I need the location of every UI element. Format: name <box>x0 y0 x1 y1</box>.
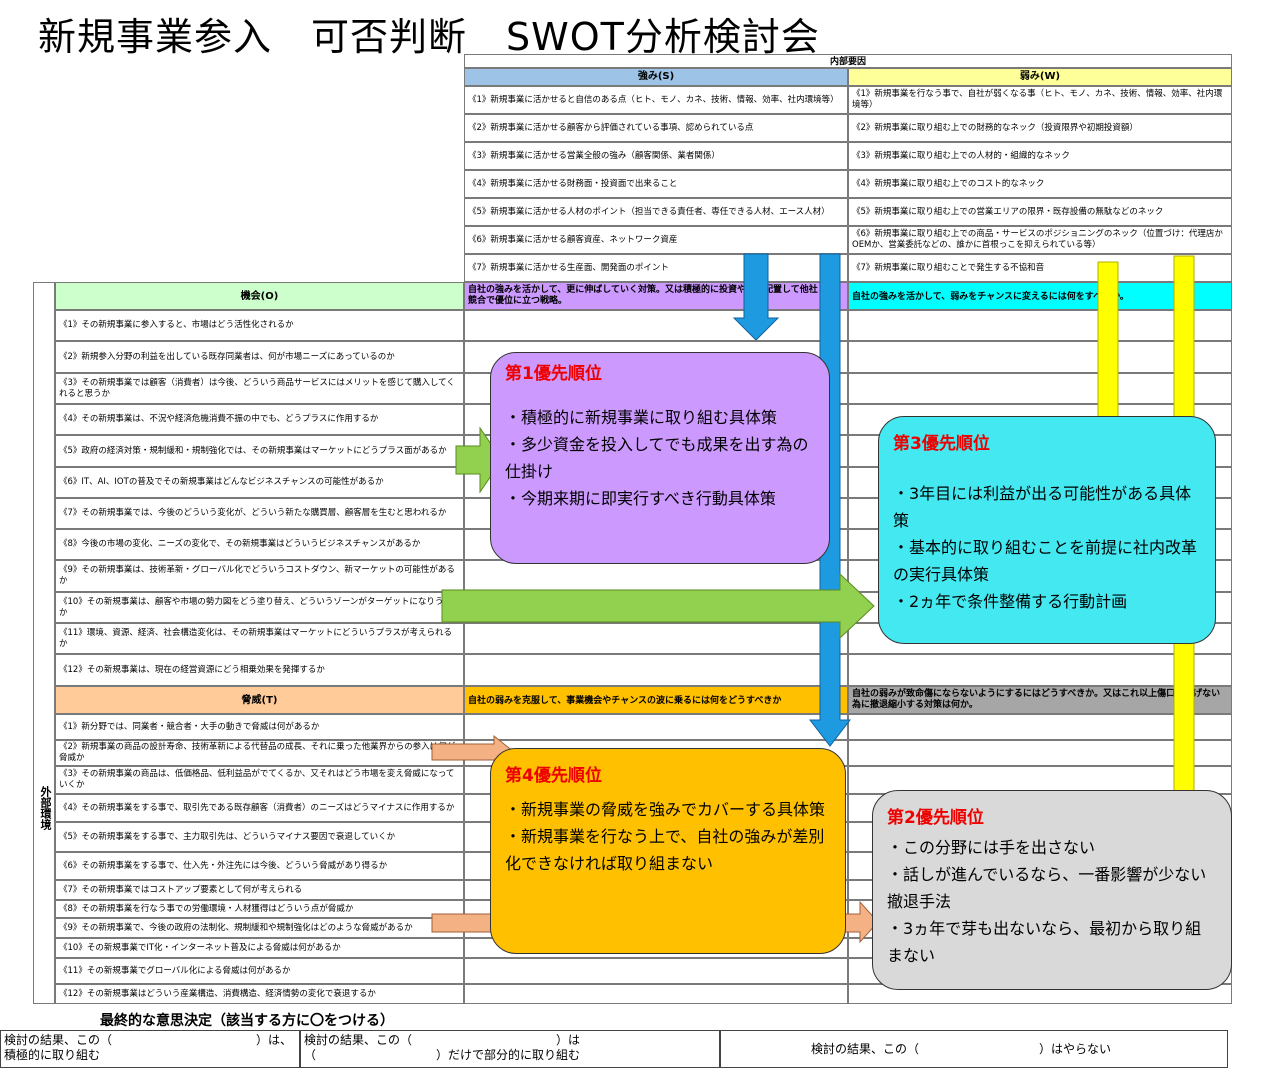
threat-row: 《9》その新規事業で、今後の政府の法制化、規制緩和や規制強化はどのような脅威があ… <box>55 918 464 938</box>
priority-2-title: 第2優先順位 <box>887 808 984 828</box>
priority-2-line-3: ・3ヵ年で芽も出ないなら、最初から取り組まない <box>887 919 1202 965</box>
opportunity-row: 《11》環境、資源、経済、社会構造変化は、その新規事業はマーケットにどういうプラ… <box>55 623 464 654</box>
so-cell[interactable] <box>464 654 848 686</box>
opportunity-row: 《8》今後の市場の変化、ニーズの変化で、その新規事業はどういうビジネスチャンスが… <box>55 529 464 560</box>
st-cell[interactable] <box>464 714 848 740</box>
threat-row: 《3》その新規事業の商品は、低価格品、低利益品がでてくるか、又それはどう市場を変… <box>55 766 464 794</box>
yellow-down-arrow-short <box>1084 261 1132 441</box>
opportunity-row: 《6》IT、AI、IOTの普及でその新規事業はどんなビジネスチャンスの可能性があ… <box>55 467 464 498</box>
priority-2-line-2: ・話しが進んでいるなら、一番影響が少ない撤退手法 <box>887 865 1207 911</box>
threat-row: 《6》その新規事業をする事で、仕入先・外注先には今後、どういう脅威があり得るか <box>55 852 464 880</box>
threat-row: 《11》その新規事業でグローバル化による脅威は何があるか <box>55 958 464 984</box>
opportunity-row: 《1》その新規事業に参入すると、市場はどう活性化されるか <box>55 310 464 341</box>
weakness-row: 《3》新規事業に取り組む上での人材的・組織的なネック <box>848 142 1232 170</box>
internal-factors-header: 内部要因 <box>464 54 1232 68</box>
weakness-header: 弱み(W) <box>848 68 1232 86</box>
so-strategy-header: 自社の強みを活かして、更に伸ばしていく対策。又は積極的に投資や人材配置して他社と… <box>464 282 848 310</box>
wt-cell[interactable] <box>848 740 1232 766</box>
strength-row: 《3》新規事業に活かせる営業全般の強み（顧客関係、業者関係） <box>464 142 848 170</box>
wo-cell[interactable] <box>848 654 1232 686</box>
st-cell[interactable] <box>464 958 848 984</box>
priority-1-line-3: ・今期来期に即実行すべき行動具体策 <box>505 489 776 508</box>
opportunity-row: 《4》その新規事業は、不況や経済危機消費不振の中でも、どうプラスに作用するか <box>55 404 464 435</box>
strength-row: 《2》新規事業に活かせる顧客から評価されている事項、認められている点 <box>464 114 848 142</box>
priority-1-box: 第1優先順位 ・積極的に新規事業に取り組む具体策 ・多少資金を投入してでも成果を… <box>490 352 830 564</box>
threat-row: 《5》その新規事業をする事で、主力取引先は、どういうマイナス要因で衰退していくか <box>55 822 464 852</box>
priority-4-box: 第4優先順位 ・新規事業の脅威を強みでカバーする具体策 ・新規事業を行なう上で、… <box>490 748 846 954</box>
opportunity-row: 《3》その新規事業では顧客（消費者）は今後、どういう商品サービスにはメリットを感… <box>55 373 464 404</box>
priority-1-line-2: ・多少資金を投入してでも成果を出す為の仕掛け <box>505 435 809 481</box>
priority-1-line-1: ・積極的に新規事業に取り組む具体策 <box>505 408 778 427</box>
strength-row: 《7》新規事業に活かせる生産面、開発面のポイント <box>464 254 848 282</box>
threat-row: 《4》その新規事業をする事で、取引先である既存顧客（消費者）のニーズはどうマイナ… <box>55 794 464 822</box>
opportunity-row: 《12》その新規事業は、現在の経営資源にどう相乗効果を発揮するか <box>55 654 464 686</box>
decision-option-3[interactable]: 検討の結果、この（ ）はやらない <box>720 1030 1228 1068</box>
priority-4-line-2: ・新規事業を行なう上で、自社の強みが差別化できなければ取り組まない <box>505 827 825 873</box>
threat-row: 《7》その新規事業ではコストアップ要素として何が考えられる <box>55 880 464 900</box>
weakness-row: 《6》新規事業に取り組む上での商品・サービスのポジショニングのネック（位置づけ：… <box>848 226 1232 254</box>
opportunity-row: 《5》政府の経済対策・規制緩和・規制強化では、その新規事業はマーケットにどうプラ… <box>55 435 464 467</box>
strength-row: 《5》新規事業に活かせる人材のポイント（担当できる責任者、専任できる人材、エース… <box>464 198 848 226</box>
priority-2-line-1: ・この分野には手を出さない <box>887 838 1096 857</box>
threat-row: 《12》その新規事業はどういう産業構造、消費構造、経済情勢の変化で衰退するか <box>55 984 464 1004</box>
weakness-row: 《2》新規事業に取り組む上での財務的なネック（投資限界や初期投資額） <box>848 114 1232 142</box>
opportunity-row: 《10》その新規事業は、顧客や市場の勢力図をどう塗り替え、どういうゾーンがターゲ… <box>55 592 464 623</box>
priority-2-box: 第2優先順位 ・この分野には手を出さない ・話しが進んでいるなら、一番影響が少な… <box>872 790 1232 990</box>
priority-4-line-1: ・新規事業の脅威を強みでカバーする具体策 <box>505 800 826 819</box>
threat-row: 《1》新分野では、同業者・競合者・大手の動きで脅威は何があるか <box>55 714 464 740</box>
strength-row: 《1》新規事業に活かせると自信のある点（ヒト、モノ、カネ、技術、情報、効率、社内… <box>464 86 848 114</box>
wt-cell[interactable] <box>848 714 1232 740</box>
green-right-arrow-long <box>441 572 875 640</box>
threat-row: 《8》その新規事業を行なう事での労働環境・人材獲得はどういう点が脅威か <box>55 900 464 918</box>
wt-cell[interactable] <box>848 766 1232 794</box>
opportunity-row: 《9》その新規事業は、技術革新・グローバル化でどういうコストダウン、新マーケット… <box>55 560 464 592</box>
blue-down-arrow-short <box>732 253 780 341</box>
opportunity-row: 《7》その新規事業では、今後のどういう変化が、どういう新たな購買層、顧客層を生む… <box>55 498 464 529</box>
weakness-row: 《4》新規事業に取り組む上でのコスト的なネック <box>848 170 1232 198</box>
threat-row: 《10》その新規事業でIT化・インターネット普及による脅威は何があるか <box>55 938 464 958</box>
priority-3-line-1: ・3年目には利益が出る可能性がある具体策 <box>893 484 1192 530</box>
strength-row: 《6》新規事業に活かせる顧客資産、ネットワーク資産 <box>464 226 848 254</box>
decision-title: 最終的な意思決定（該当する方に〇をつける） <box>100 1013 394 1029</box>
priority-3-line-3: ・2ヵ年で条件整備する行動計画 <box>893 592 1128 611</box>
strength-header: 強み(S) <box>464 68 848 86</box>
external-environment-label: 外部環境 <box>33 282 55 1004</box>
page-title: 新規事業参入 可否判断 SWOT分析検討会 <box>38 15 820 59</box>
opportunity-header: 機会(O) <box>55 282 464 310</box>
wo-cell[interactable] <box>848 341 1232 373</box>
decision-option-1[interactable]: 検討の結果、この（ ）は、積極的に取り組む <box>0 1030 300 1068</box>
wt-strategy-header: 自社の弱みが致命傷にならないようにするにはどうすべきか。又はこれ以上傷口を広げな… <box>848 686 1232 714</box>
decision-option-2[interactable]: 検討の結果、この（ ）は（ ）だけで部分的に取り組む <box>300 1030 720 1068</box>
threat-header: 脅威(T) <box>55 686 464 714</box>
strength-row: 《4》新規事業に活かせる財務面・投資面で出来ること <box>464 170 848 198</box>
wo-cell[interactable] <box>848 310 1232 341</box>
priority-4-title: 第4優先順位 <box>505 766 602 786</box>
wo-strategy-header: 自社の強みを活かして、弱みをチャンスに変えるには何をすべきか。 <box>848 282 1232 310</box>
priority-3-title: 第3優先順位 <box>893 434 990 454</box>
so-cell[interactable] <box>464 310 848 341</box>
wo-cell[interactable] <box>848 373 1232 404</box>
weakness-row: 《7》新規事業に取り組むことで発生する不協和音 <box>848 254 1232 282</box>
weakness-row: 《5》新規事業に取り組む上での営業エリアの限界・既存設備の無駄などのネック <box>848 198 1232 226</box>
priority-3-line-2: ・基本的に取り組むことを前提に社内改革の実行具体策 <box>893 538 1198 584</box>
priority-3-box: 第3優先順位 ・3年目には利益が出る可能性がある具体策 ・基本的に取り組むことを… <box>878 416 1216 644</box>
weakness-row: 《1》新規事業を行なう事で、自社が弱くなる事（ヒト、モノ、カネ、技術、情報、効率… <box>848 86 1232 114</box>
threat-row: 《2》新規事業の商品の設計寿命、技術革新による代替品の成長、それに乗った他業界か… <box>55 740 464 766</box>
so-cell[interactable] <box>464 623 848 654</box>
st-strategy-header: 自社の弱みを克服して、事業機会やチャンスの波に乗るには何をどうすべきか <box>464 686 848 714</box>
priority-1-title: 第1優先順位 <box>505 364 602 384</box>
opportunity-row: 《2》新規参入分野の利益を出している既存同業者は、何が市場ニーズにあっているのか <box>55 341 464 373</box>
st-cell[interactable] <box>464 984 848 1004</box>
